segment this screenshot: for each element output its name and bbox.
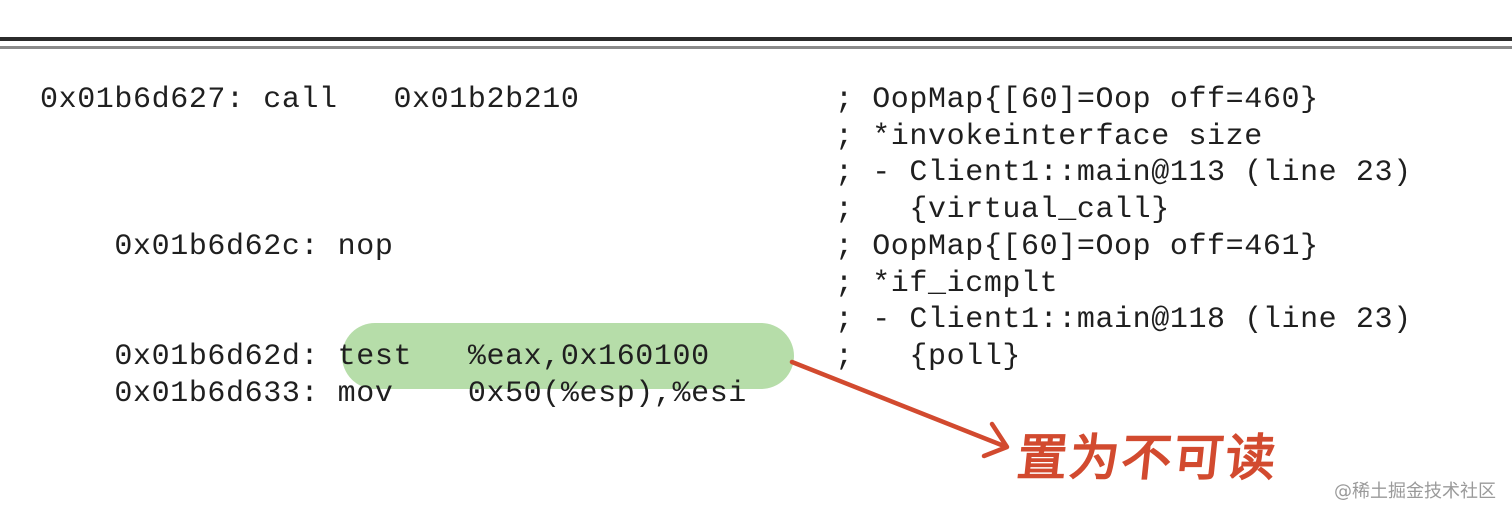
top-rule-dark bbox=[0, 37, 1512, 41]
code-line-5-instr: 0x01b6d62c: nop bbox=[40, 230, 394, 264]
code-line-4-comment: ; {virtual_call} bbox=[835, 193, 1170, 227]
annotation-text: 置为不可读 bbox=[1014, 429, 1281, 487]
top-rule-light bbox=[0, 46, 1512, 49]
code-line-6-comment: ; *if_icmplt bbox=[835, 267, 1059, 301]
code-line-8-instr: 0x01b6d62d: test %eax,0x160100 bbox=[40, 340, 710, 374]
code-line-2-comment: ; *invokeinterface size bbox=[835, 120, 1263, 154]
code-line-7-comment: ; - Client1::main@118 (line 23) bbox=[835, 303, 1412, 337]
code-line-8-comment: ; {poll} bbox=[835, 340, 1022, 374]
code-line-1-instr: 0x01b6d627: call 0x01b2b210 bbox=[40, 83, 580, 117]
arrow-head bbox=[981, 421, 1010, 459]
code-line-3-comment: ; - Client1::main@113 (line 23) bbox=[835, 156, 1412, 190]
watermark: @稀土掘金技术社区 bbox=[1334, 481, 1496, 502]
highlight-test-instruction bbox=[342, 323, 794, 389]
arrow-shaft bbox=[789, 359, 1007, 449]
code-line-1-comment: ; OopMap{[60]=Oop off=460} bbox=[835, 83, 1319, 117]
code-line-5-comment: ; OopMap{[60]=Oop off=461} bbox=[835, 230, 1319, 264]
code-line-9-instr: 0x01b6d633: mov 0x50(%esp),%esi bbox=[40, 377, 747, 411]
